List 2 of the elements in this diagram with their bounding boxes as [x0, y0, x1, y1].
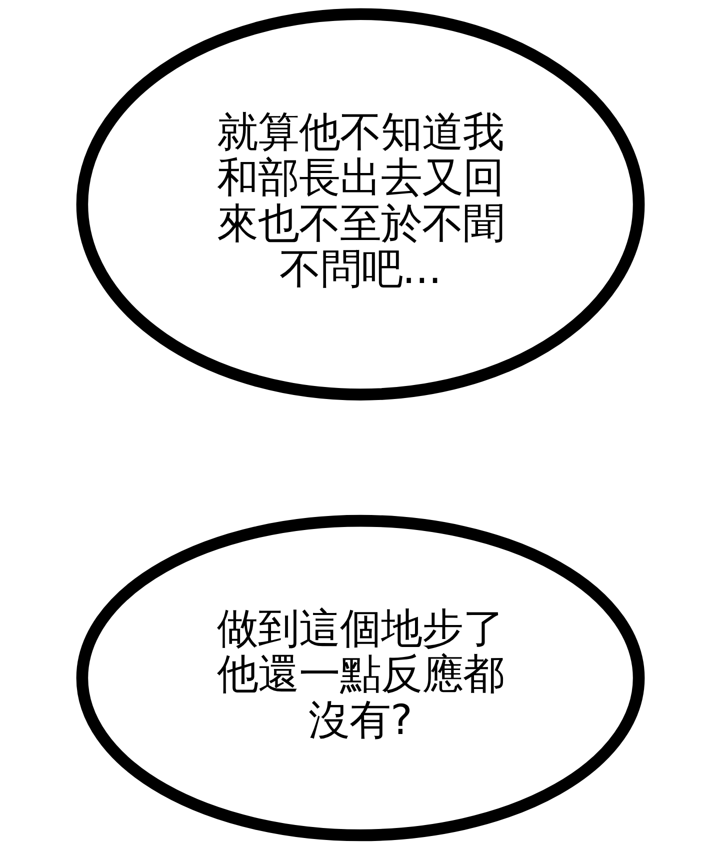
- node-ellipse: 就算他不知道我和部長出去又回來也不至於不聞不問吧...: [76, 8, 644, 400]
- node-ellipse: 做到這個地步了他還一點反應都沒有?: [76, 514, 644, 842]
